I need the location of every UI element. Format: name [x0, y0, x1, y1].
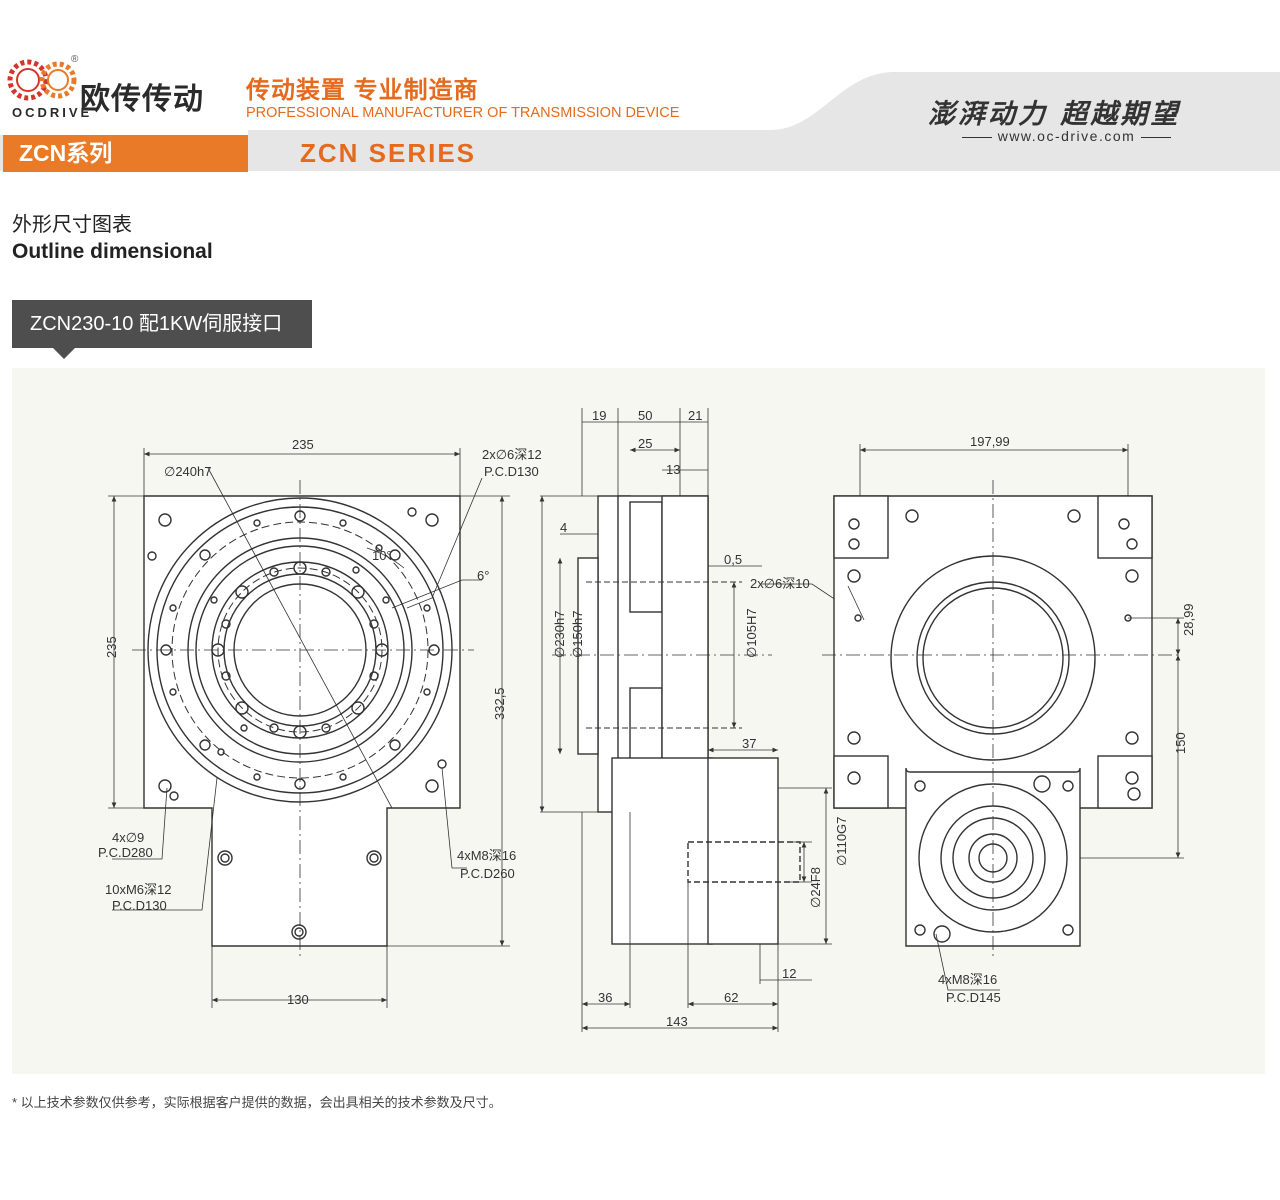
back-dimension-labels: 197,99 28,99 150 4xM8深16 P.C.D145	[938, 434, 1196, 1005]
dim-front-width: 235	[292, 437, 314, 452]
brand-name-cn: 欧传传动	[80, 83, 204, 116]
series-title: ZCN SERIES	[300, 138, 477, 168]
registered-mark: ®	[71, 54, 79, 65]
dim-side-143: 143	[666, 1014, 688, 1029]
model-label: ZCN230-10 配1KW伺服接口	[12, 300, 312, 348]
front-mount-holes	[147, 507, 447, 801]
dim-back-width: 197,99	[970, 434, 1010, 449]
dim-side-13: 13	[666, 462, 680, 477]
dim-back-150: 150	[1173, 732, 1188, 754]
note-m6-pcd: P.C.D130	[112, 898, 167, 913]
side-hidden-lines	[552, 581, 772, 729]
dim-side-d24: ∅24F8	[808, 867, 823, 908]
dim-side-62: 62	[724, 990, 738, 1005]
dim-side-36: 36	[598, 990, 612, 1005]
dim-side-4: 4	[560, 520, 567, 535]
dim-side-21: 21	[688, 408, 702, 423]
slogan-en: PROFESSIONAL MANUFACTURER OF TRANSMISSIO…	[246, 105, 680, 121]
dim-front-d240: ∅240h7	[164, 464, 211, 479]
note-back-m8: 4xM8深16	[938, 972, 997, 987]
note-back-pcd: P.C.D145	[946, 990, 1001, 1005]
brand-name-en: OCDRIVE	[12, 105, 93, 120]
brand-motto: 澎湃动力 超越期望	[928, 99, 1181, 130]
back-holes	[847, 509, 1141, 943]
page-header: ® 欧传传动 OCDRIVE 传动装置 专业制造商 PROFESSIONAL M…	[0, 0, 1280, 175]
outline-drawing: 235 235 ∅240h7 2x∅6深12 P.C.D130 10° 6° 3…	[12, 368, 1265, 1074]
header-background	[0, 72, 1280, 175]
back-view	[833, 495, 1153, 947]
note-mount-pcd: P.C.D280	[98, 845, 153, 860]
dim-side-12: 12	[782, 966, 796, 981]
front-view	[132, 467, 474, 960]
series-tab: ZCN系列	[3, 135, 248, 172]
drawing-canvas: 235 235 ∅240h7 2x∅6深12 P.C.D130 10° 6° 3…	[98, 408, 1196, 1032]
website-link[interactable]: www.oc-drive.com	[944, 128, 1189, 144]
brand-logo	[6, 56, 216, 126]
dim-side-19: 19	[592, 408, 606, 423]
note-front-holes-pcd: P.C.D130	[484, 464, 539, 479]
dim-angle-10: 10°	[372, 548, 392, 563]
note-side-holes: 2x∅6深10	[750, 576, 810, 591]
note-m6-holes: 10xM6深12	[105, 882, 171, 897]
back-dimensions	[822, 444, 1184, 991]
slogan-cn: 传动装置 专业制造商	[246, 77, 479, 104]
note-front-holes: 2x∅6深12	[482, 447, 542, 462]
dim-side-d105: ∅105H7	[744, 608, 759, 658]
front-bolt-ring-outer	[160, 510, 440, 790]
note-mount-holes: 4x∅9	[112, 830, 144, 845]
dim-side-d150: ∅150h7	[570, 611, 585, 658]
dim-overall-height: 332,5	[492, 687, 507, 720]
dim-front-height: 235	[104, 636, 119, 658]
note-m8-pcd: P.C.D260	[460, 866, 515, 881]
model-label-pointer	[52, 347, 76, 359]
dim-side-50: 50	[638, 408, 652, 423]
footnote: * 以上技术参数仅供参考，实际根据客户提供的数据，会出具相关的技术参数及尺寸。	[12, 1095, 502, 1110]
side-view	[577, 495, 801, 945]
dim-side-0-5: 0,5	[724, 552, 742, 567]
dim-angle-6: 6°	[477, 568, 489, 583]
dim-bottom-width: 130	[287, 992, 309, 1007]
gear-logo-icon	[7, 59, 77, 101]
section-title-en: Outline dimensional	[12, 240, 213, 263]
front-dimensions	[108, 448, 510, 1008]
dim-back-28-99: 28,99	[1181, 603, 1196, 636]
dim-side-d110: ∅110G7	[834, 817, 849, 866]
section-title-cn: 外形尺寸图表	[12, 214, 132, 236]
dim-side-d230: ∅230h7	[552, 611, 567, 658]
front-bolt-ring-inner	[210, 561, 390, 739]
front-dimension-labels: 235 235 ∅240h7 2x∅6深12 P.C.D130 10° 6° 3…	[98, 437, 542, 1007]
dim-side-25: 25	[638, 436, 652, 451]
dim-side-37: 37	[742, 736, 756, 751]
side-dimension-labels: 19 50 21 25 13 4 0,5 2x∅6深10 ∅230h7 ∅150…	[552, 408, 849, 1029]
note-m8-holes: 4xM8深16	[457, 848, 516, 863]
website-text: www.oc-drive.com	[997, 128, 1136, 144]
